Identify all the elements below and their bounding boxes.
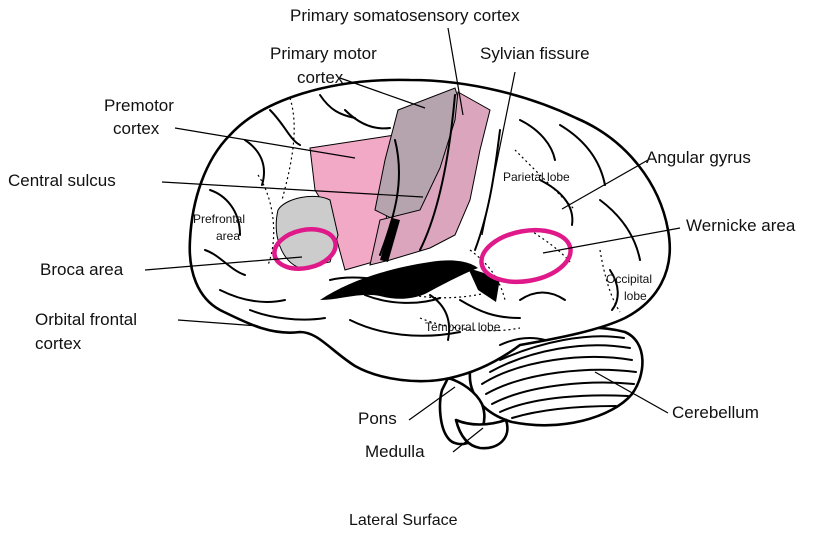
- central-sulcus-shape: [380, 218, 400, 262]
- label-central-sulcus: Central sulcus: [8, 171, 116, 190]
- label-prefrontal-area-line2: area: [216, 229, 240, 243]
- label-broca-area: Broca area: [40, 260, 124, 279]
- label-pons: Pons: [358, 409, 397, 428]
- leader-lines: [144, 27, 681, 453]
- label-primary-motor-cortex-line1: Primary motor: [270, 44, 377, 63]
- label-sylvian-fissure: Sylvian fissure: [480, 44, 590, 63]
- brainstem-shape: [438, 376, 509, 450]
- label-orbital-frontal-cortex-line1: Orbital frontal: [35, 310, 137, 329]
- label-primary-motor-cortex-line2: cortex: [297, 68, 344, 87]
- label-occipital-lobe-line2: lobe: [624, 289, 647, 303]
- label-premotor-cortex-line1: Premotor: [104, 96, 174, 115]
- label-primary-somatosensory-cortex: Primary somatosensory cortex: [290, 6, 520, 25]
- label-angular-gyrus: Angular gyrus: [646, 148, 751, 167]
- prefrontal-region: [275, 195, 339, 269]
- label-cerebellum: Cerebellum: [672, 403, 759, 422]
- label-premotor-cortex-line2: cortex: [113, 119, 160, 138]
- label-temporal-lobe: Temporal lobe: [425, 320, 501, 334]
- caption-lateral-surface: Lateral Surface: [349, 512, 458, 529]
- label-wernicke-area: Wernicke area: [686, 216, 796, 235]
- broca-highlight: [272, 227, 338, 271]
- label-medulla: Medulla: [365, 442, 425, 461]
- primary-somatosensory-region: [369, 91, 491, 266]
- label-orbital-frontal-cortex-line2: cortex: [35, 334, 82, 353]
- lobe-boundaries: [257, 97, 621, 332]
- label-prefrontal-area-line1: Prefrontal: [193, 212, 245, 226]
- cerebellum-shape: [468, 326, 644, 427]
- sylvian-fissure-shape: [320, 260, 478, 300]
- label-occipital-lobe-line1: Occipital: [606, 272, 652, 286]
- label-parietal-lobe: Parietal lobe: [503, 170, 570, 184]
